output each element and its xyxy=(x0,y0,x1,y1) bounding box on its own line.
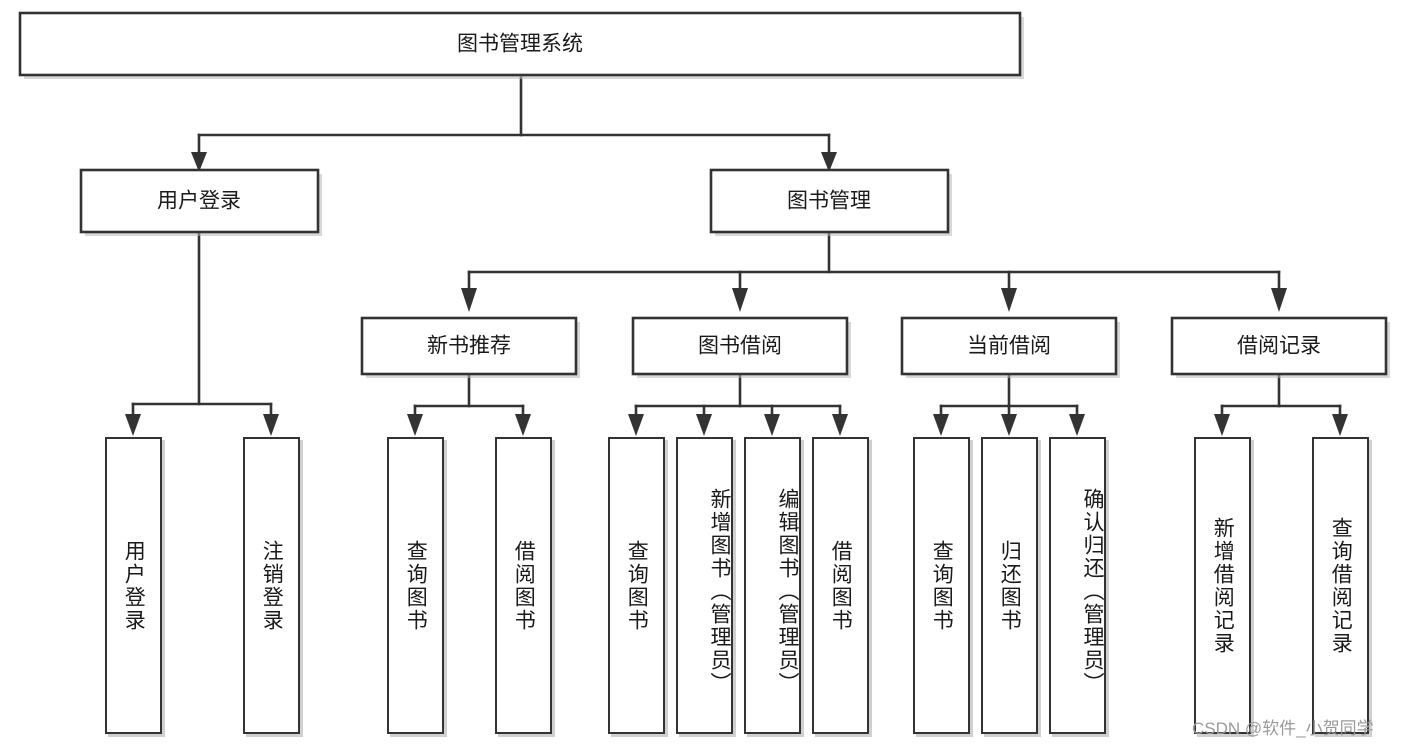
arrowhead-current-borrow xyxy=(1001,288,1017,312)
node-root-label: 图书管理系统 xyxy=(457,33,583,56)
node-layer: 图书管理系统 用户登录 图书管理 新书推荐 xyxy=(18,11,1390,378)
leaf-node-edit-book[interactable]: 编辑图书（管理员） xyxy=(744,437,801,734)
node-user-login[interactable]: 用户登录 xyxy=(79,168,322,236)
arrowhead-leaf-borrow-book-1 xyxy=(515,414,531,436)
arrowhead-leaf-user-logout xyxy=(263,414,279,436)
arrowhead-leaf-query-book-1 xyxy=(407,414,423,436)
arrowhead-leaf-borrow-book-2 xyxy=(832,414,848,436)
leaf-label: 查询图书 xyxy=(930,539,954,632)
leaf-node-query-book-2[interactable]: 查询图书 xyxy=(608,437,665,734)
arrowhead-leaf-add-record xyxy=(1214,414,1230,436)
leaf-node-confirm-return[interactable]: 确认归还（管理员） xyxy=(1049,437,1106,734)
node-new-book-rec-box xyxy=(360,316,578,376)
leaf-label: 用户登录 xyxy=(122,539,146,632)
arrowhead-leaf-add-book xyxy=(696,414,712,436)
leaf-node-query-book-1[interactable]: 查询图书 xyxy=(387,437,444,734)
arrowhead-book-borrow xyxy=(732,288,748,312)
leaf-node-query-book-3[interactable]: 查询图书 xyxy=(913,437,970,734)
leaf-label: 确认归还（管理员） xyxy=(1081,488,1104,695)
node-current-borrow-box xyxy=(900,316,1118,376)
leaf-label: 新增借阅记录 xyxy=(1211,516,1235,655)
arrowhead-leaf-user-login xyxy=(125,414,141,436)
arrowhead-borrow-record xyxy=(1271,288,1287,312)
arrowhead-leaf-query-record xyxy=(1332,414,1348,436)
leaf-node-borrow-book-1[interactable]: 借阅图书 xyxy=(495,437,552,734)
leaf-label: 查询图书 xyxy=(625,539,649,632)
node-book-borrow-box xyxy=(631,316,849,376)
node-new-book-rec[interactable]: 新书推荐 xyxy=(360,316,580,378)
leaf-label: 查询图书 xyxy=(404,539,428,632)
csdn-watermark: CSDN @软件_小贺同学 xyxy=(1192,719,1374,738)
leaf-label: 注销登录 xyxy=(260,539,284,632)
node-borrow-record[interactable]: 借阅记录 xyxy=(1170,316,1390,378)
arrowhead-userlogin xyxy=(191,152,207,172)
leaf-node-return-book[interactable]: 归还图书 xyxy=(981,437,1038,734)
node-borrow-record-label: 借阅记录 xyxy=(1237,335,1321,358)
node-book-manage-box xyxy=(709,168,950,234)
arrowhead-leaf-return-book xyxy=(1001,414,1017,436)
arrowhead-bookmanage xyxy=(821,152,837,172)
node-borrow-record-box xyxy=(1170,316,1388,376)
node-root-box xyxy=(18,11,1022,77)
leaf-node-borrow-book-2[interactable]: 借阅图书 xyxy=(812,437,869,734)
arrowhead-leaf-query-book-2 xyxy=(628,414,644,436)
leaf-node-user-logout[interactable]: 注销登录 xyxy=(243,437,300,734)
node-book-borrow-label: 图书借阅 xyxy=(698,335,782,358)
arrowhead-leaf-confirm-return xyxy=(1069,414,1085,436)
leaf-label: 借阅图书 xyxy=(829,539,853,632)
node-current-borrow-label: 当前借阅 xyxy=(967,335,1051,358)
leaf-node-add-book[interactable]: 新增图书（管理员） xyxy=(676,437,733,734)
node-book-manage[interactable]: 图书管理 xyxy=(709,168,952,236)
leaf-label: 查询借阅记录 xyxy=(1329,516,1353,655)
node-book-borrow[interactable]: 图书借阅 xyxy=(631,316,851,378)
node-user-login-label: 用户登录 xyxy=(157,190,241,213)
connector-layer xyxy=(125,76,1348,436)
arrowhead-leaf-query-book-3 xyxy=(933,414,949,436)
leaf-node-user-login[interactable]: 用户登录 xyxy=(105,437,162,734)
node-user-login-box xyxy=(79,168,320,234)
leaf-label: 编辑图书（管理员） xyxy=(776,488,799,695)
node-book-manage-label: 图书管理 xyxy=(787,190,871,213)
node-new-book-rec-label: 新书推荐 xyxy=(427,335,511,358)
leaf-node-query-record[interactable]: 查询借阅记录 xyxy=(1312,437,1369,734)
leaf-label: 新增图书（管理员） xyxy=(708,488,731,695)
arrowhead-new-book-rec xyxy=(461,288,477,312)
leaf-label: 借阅图书 xyxy=(512,539,536,632)
leaf-label: 归还图书 xyxy=(998,539,1022,632)
node-root[interactable]: 图书管理系统 xyxy=(18,11,1024,79)
node-current-borrow[interactable]: 当前借阅 xyxy=(900,316,1120,378)
arrowhead-leaf-edit-book xyxy=(764,414,780,436)
leaf-node-add-record[interactable]: 新增借阅记录 xyxy=(1194,437,1251,734)
